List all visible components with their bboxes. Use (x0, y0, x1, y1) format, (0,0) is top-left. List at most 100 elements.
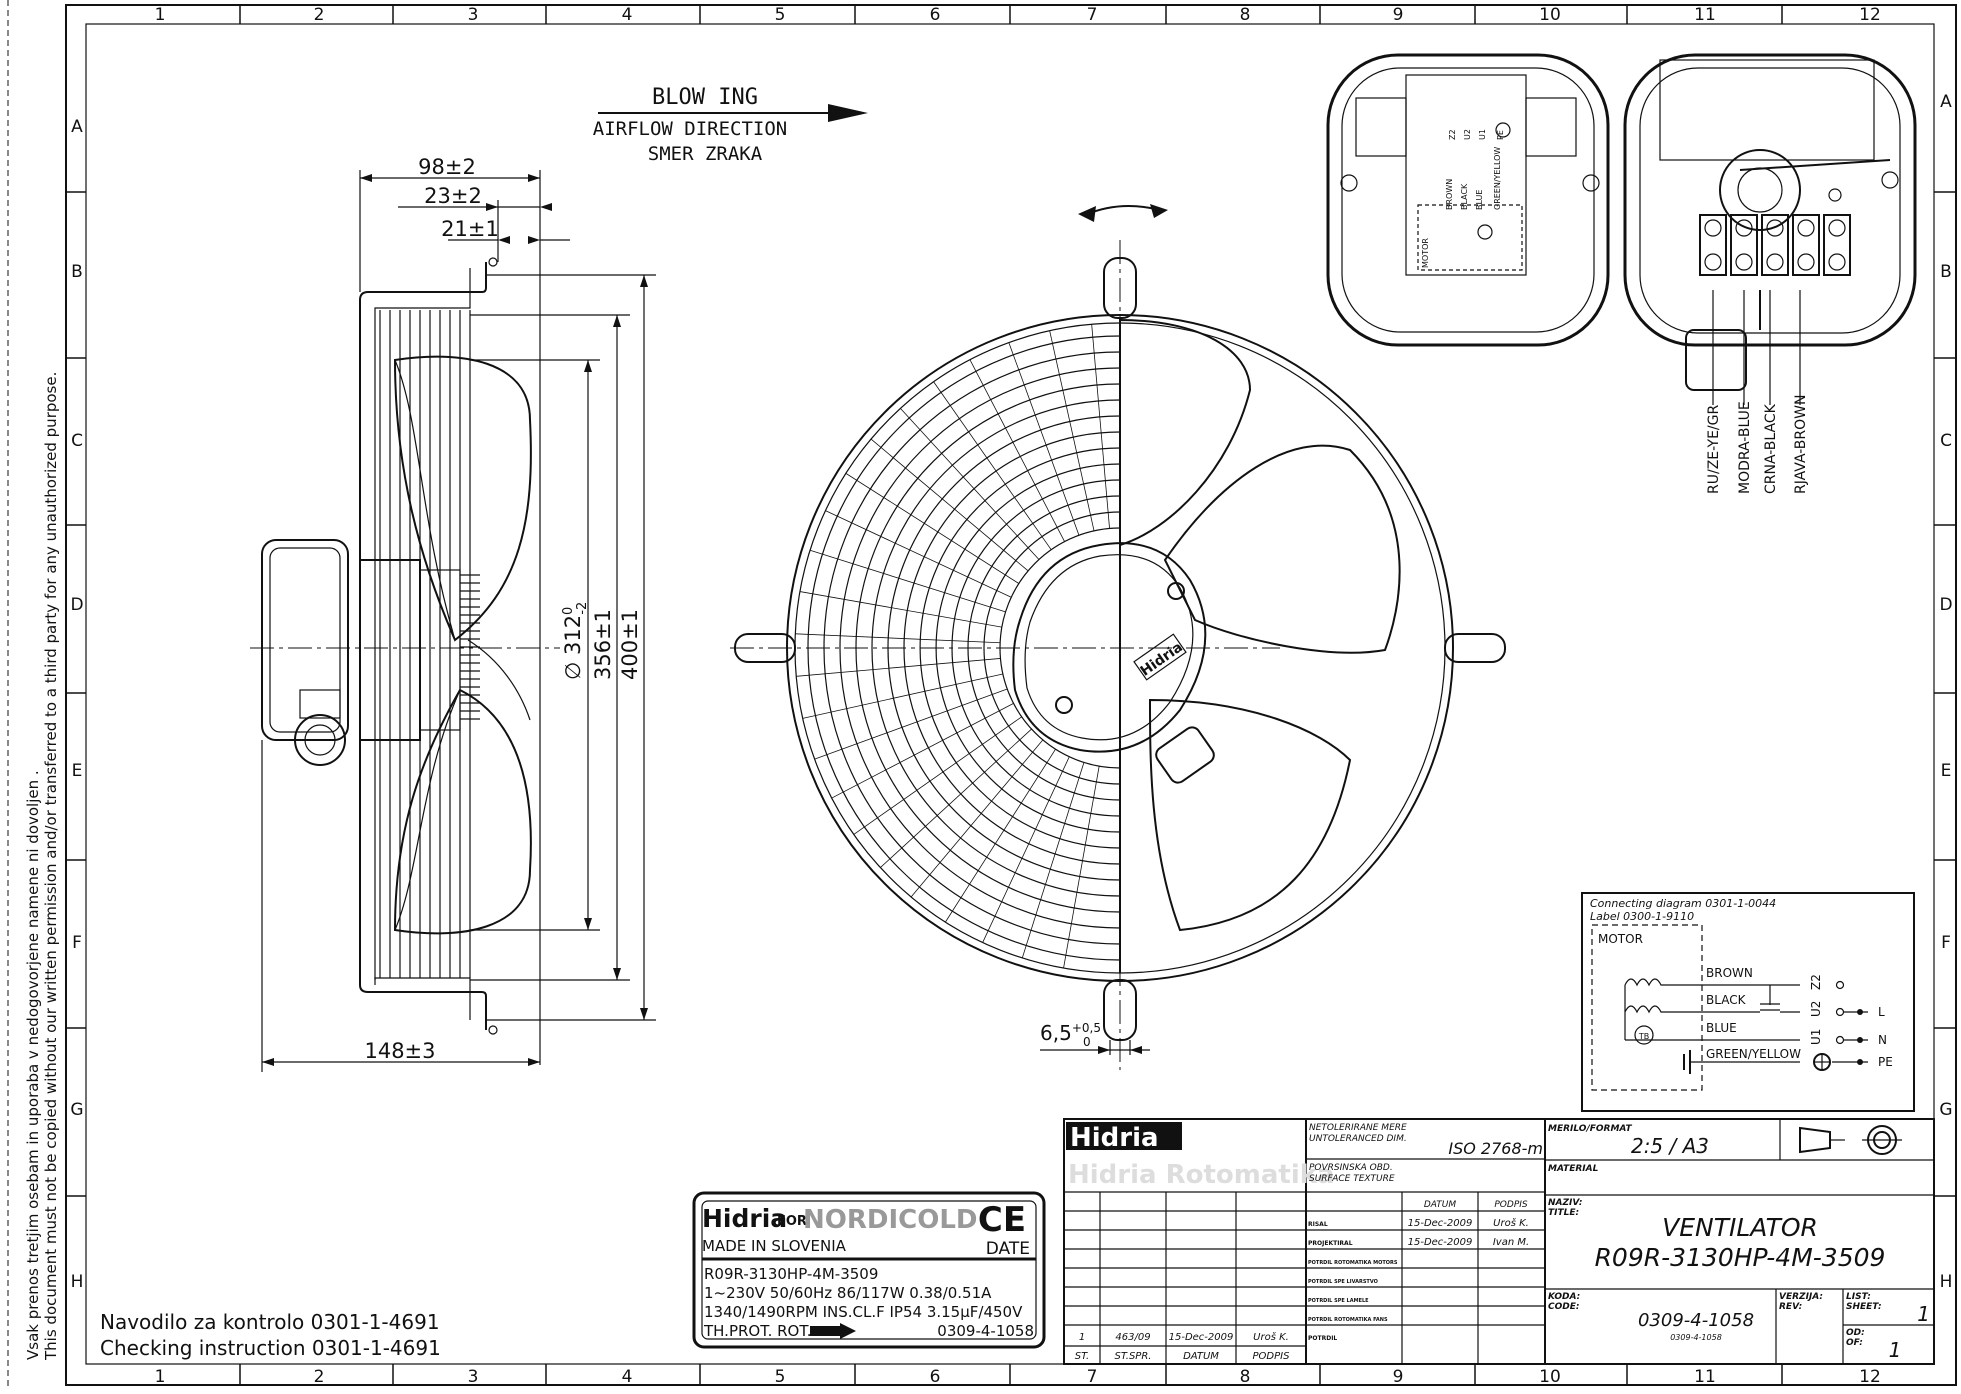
row-label: H (1940, 1272, 1953, 1292)
connecting-diagram: Connecting diagram 0301-1-0044 Label 030… (1581, 892, 1915, 1112)
tb-wire-black: BLACK (1460, 183, 1469, 210)
row-label: F (1941, 933, 1951, 953)
dim-312: ∅ 3120-2 (561, 602, 590, 680)
conn-wire-blue: BLUE (1706, 1021, 1737, 1035)
ce-mark: CE (978, 1200, 1026, 1240)
of-label: OF: (1846, 1338, 1863, 1348)
tb-wire-gy: GREEN/YELLOW (1493, 147, 1502, 210)
terminal-box-open: Z2 U2 U1 PE BROWN BLACK BLUE GREEN/YELLO… (1326, 53, 1917, 391)
dim-148: 148±3 (364, 1039, 435, 1063)
row-label: G (70, 1100, 83, 1120)
label-model: R09R-3130HP-4M-3509 (704, 1265, 878, 1283)
title-label: TITLE: (1548, 1208, 1579, 1218)
col-label: 9 (1393, 1367, 1404, 1387)
col-label: 1 (155, 1367, 166, 1387)
wire-label-gy: RU/ZE-YE/GR (1706, 405, 1722, 494)
label-partner: NORDICOLD (803, 1205, 977, 1235)
conn-wire-black: BLACK (1706, 993, 1747, 1007)
od-label: OD: (1846, 1328, 1865, 1338)
dim-23: 23±2 (424, 184, 482, 208)
sheet-label: SHEET: (1846, 1302, 1882, 1312)
row-labels: A B C D E F G H A B C D E F G H (70, 92, 1952, 1292)
terminal-wire-labels: RU/ZE-YE/GR MODRA-BLUE CRNA-BLACK RJAVA-… (1706, 290, 1809, 494)
col-label: 3 (468, 1367, 479, 1387)
wire-label-blue: MODRA-BLUE (1737, 401, 1753, 494)
potrdil-1: POTRDIL ROTOMATIKA MOTORS (1308, 1260, 1398, 1266)
col-label: 7 (1087, 1367, 1098, 1387)
code-label: CODE: (1548, 1302, 1579, 1312)
col-label: 10 (1539, 1367, 1561, 1387)
r2-sign: Ivan M. (1493, 1237, 1529, 1248)
row-label: G (1939, 1100, 1952, 1120)
drawing-code-small: 0309-4-1058 (1670, 1333, 1722, 1342)
col-label: 5 (775, 1367, 786, 1387)
confidentiality-line2: This document must not be copied without… (42, 372, 60, 1361)
verzija-label: VERZIJA: (1779, 1292, 1823, 1302)
risal: RISAL (1308, 1221, 1328, 1228)
label-for: FOR (777, 1214, 807, 1229)
dim-356: 356±1 (591, 609, 615, 680)
conn-out-n: N (1878, 1033, 1887, 1047)
drawing-code: 0309-4-1058 (1638, 1310, 1754, 1331)
label-brand: Hidria (702, 1204, 787, 1233)
col-label: 10 (1539, 5, 1561, 25)
row-label: D (70, 595, 83, 615)
conn-out-pe: PE (1878, 1055, 1893, 1069)
col-label: 8 (1240, 5, 1251, 25)
conn-wire-gy: GREEN/YELLOW (1706, 1047, 1801, 1061)
col-label: 8 (1240, 1367, 1251, 1387)
of-number: 1 (1889, 1338, 1902, 1362)
list-label: LIST: (1846, 1292, 1871, 1302)
rev-stspr: 463/09 (1115, 1332, 1150, 1343)
label-code: 0309-4-1058 (937, 1322, 1034, 1340)
col-label: 6 (930, 5, 941, 25)
potrdil-4: POTRDIL ROTOMATIKA FANS (1308, 1317, 1388, 1323)
tb-term-u2: U2 (1463, 129, 1472, 140)
col-label: 2 (314, 1367, 325, 1387)
rev-st: 1 (1079, 1332, 1085, 1343)
dim-21: 21±1 (441, 217, 499, 241)
row-label: C (71, 431, 83, 451)
col-label: 5 (775, 5, 786, 25)
col-label: 4 (622, 5, 633, 25)
airflow-direction: BLOW ING AIRFLOW DIRECTION SMER ZRAKA (593, 85, 868, 165)
title-block: Hidria Hidria Rotomatika NETOLERIRANE ME… (1063, 1118, 1935, 1365)
row-label: E (72, 761, 83, 781)
fan-side-view: 98±2 23±2 21±1 ∅ 3120-2 356±1 400 (250, 155, 656, 1072)
conn-term-u1: U1 (1809, 1029, 1823, 1045)
company-logo: Hidria (1070, 1123, 1159, 1153)
col-label: 12 (1859, 1367, 1881, 1387)
airflow-title: BLOW ING (652, 85, 758, 110)
conn-line2: Label 0300-1-9110 (1590, 910, 1694, 923)
col-label: 2 (314, 5, 325, 25)
tb-motor: MOTOR (1421, 238, 1430, 268)
row-label: B (1940, 262, 1952, 282)
col-datum: DATUM (1183, 1351, 1219, 1362)
tb-term-u1: U1 (1478, 129, 1487, 140)
naziv-label: NAZIV: (1548, 1198, 1583, 1208)
col-label: 12 (1859, 5, 1881, 25)
projektiral: PROJEKTIRAL (1308, 1240, 1353, 1247)
tb-wire-brown: BROWN (1445, 179, 1454, 210)
label-line3: TH.PROT. ROT. (703, 1322, 812, 1340)
rev-sign: Uroš K. (1253, 1331, 1289, 1343)
instruction-sl: Navodilo za kontrolo 0301-1-4691 (100, 1310, 440, 1334)
drawing-title1: VENTILATOR (1662, 1213, 1818, 1242)
checking-instructions: Navodilo za kontrolo 0301-1-4691 Checkin… (100, 1310, 441, 1360)
col-label: 7 (1087, 5, 1098, 25)
confidentiality-notice: Vsak prenos tretjim osebam in uporaba v … (24, 372, 60, 1361)
r1-sign: Uroš K. (1493, 1217, 1529, 1229)
scale: 2:5 / A3 (1631, 1134, 1709, 1158)
conn-tb: TB (1638, 1032, 1649, 1041)
col-st: ST. (1075, 1351, 1089, 1362)
dim-400: 400±1 (618, 609, 642, 680)
row-label: D (1939, 595, 1952, 615)
nameplate-label: Hidria FOR NORDICOLD CE MADE IN SLOVENIA… (692, 1191, 1046, 1349)
col-label: 6 (930, 1367, 941, 1387)
r2-date: 15-Dec-2009 (1408, 1237, 1473, 1248)
col-podpis: PODPIS (1253, 1351, 1291, 1362)
col-label: 9 (1393, 5, 1404, 25)
conn-wire-brown: BROWN (1706, 966, 1753, 980)
